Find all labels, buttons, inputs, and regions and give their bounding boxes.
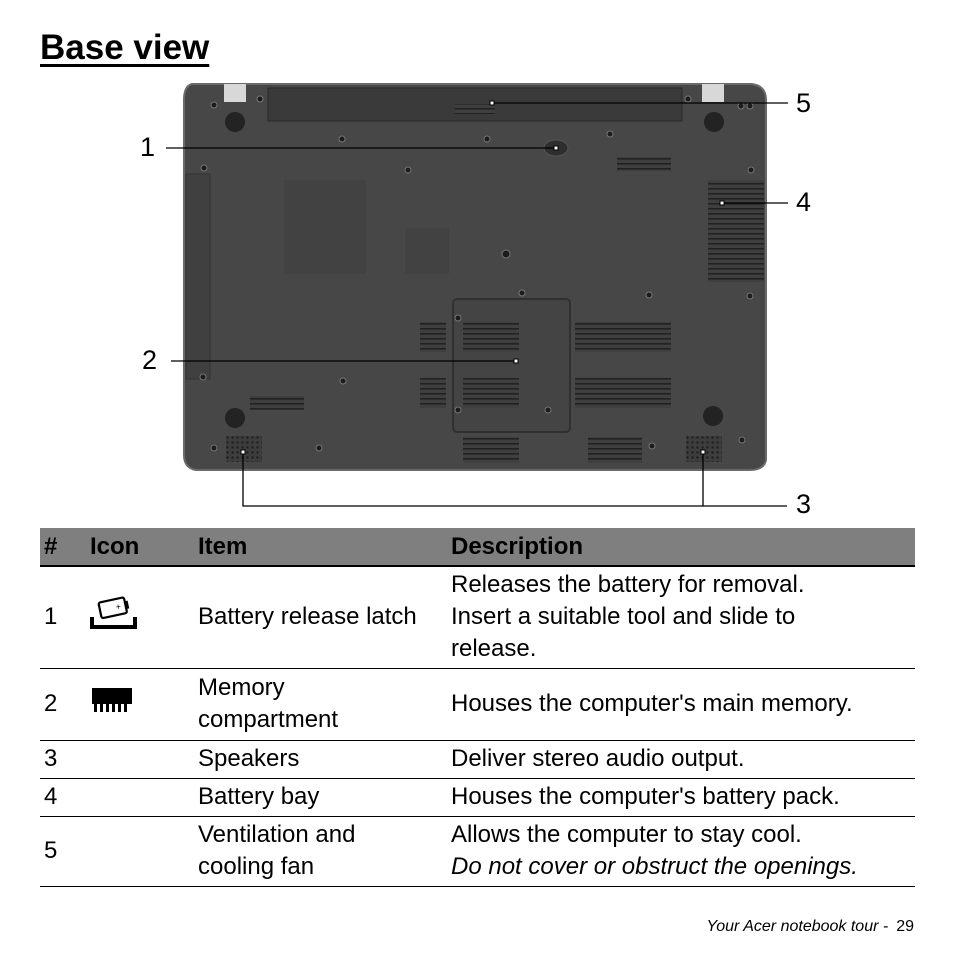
row-description: Deliver stereo audio output. [447,740,915,779]
row-description: Releases the battery for removal. Insert… [447,566,915,669]
row-icon [86,740,194,779]
screws [199,95,755,452]
callout-5: 5 [796,88,812,118]
row-icon [86,816,194,887]
callout-leaders [166,102,788,507]
foot [225,112,245,132]
description-line: Allows the computer to stay cool. [451,821,802,848]
foot [225,408,245,428]
row-number: 5 [40,816,86,887]
row-description: Allows the computer to stay cool. Do not… [447,816,915,887]
speaker-right [686,436,722,462]
speaker-left [226,436,262,462]
row-description: Houses the computer's main memory. [447,668,915,741]
memory-compartment [452,298,571,433]
table-row: 4 Battery bay Houses the computer's batt… [40,778,915,817]
footer-text: Your Acer notebook tour - [706,918,889,935]
row-number: 2 [40,668,86,741]
table-row: 5 Ventilation and cooling fan Allows the… [40,816,915,887]
row-icon: + [86,566,194,669]
items-table: # Icon Item Description 1 + Battery rele… [40,528,915,887]
page-number: 29 [896,918,914,935]
row-item: Ventilation and cooling fan [194,816,447,887]
fan-vent [708,180,764,282]
top-vents [617,157,671,171]
table-row: 3 Speakers Deliver stereo audio output. [40,740,915,779]
header-description: Description [447,528,915,567]
callout-1: 1 [140,132,156,162]
callout-4: 4 [796,187,812,217]
header-item: Item [194,528,447,567]
header-number: # [40,528,86,567]
hinge-right [702,84,724,102]
table-row: 1 + Battery release latch Releases the b… [40,566,915,669]
hinge-left [224,84,246,102]
page-title: Base view [40,28,210,67]
callout-3: 3 [796,489,812,519]
page-footer: Your Acer notebook tour - 29 [706,918,914,936]
row-item: Memory compartment [194,668,447,741]
row-icon [86,778,194,817]
description-line: release. [451,635,537,663]
row-item: Speakers [194,740,447,779]
row-icon [86,668,194,741]
svg-text:+: + [115,601,122,612]
row-number: 4 [40,778,86,817]
description-warning: Do not cover or obstruct the openings. [451,853,858,880]
foot [703,406,723,426]
table-header-row: # Icon Item Description [40,528,915,567]
laptop-base-figure: 1 2 3 4 5 [140,83,812,519]
row-number: 1 [40,566,86,669]
row-item: Battery bay [194,778,447,817]
table-row: 2 Memory compartment Houses the computer… [40,668,915,741]
callout-2: 2 [142,345,158,375]
row-item: Battery release latch [194,566,447,669]
header-icon: Icon [86,528,194,567]
laptop-base-illustration [166,83,788,507]
row-description: Houses the computer's battery pack. [447,778,915,817]
description-line: Releases the battery for removal. [451,571,805,599]
memory-module-icon [92,687,132,712]
row-number: 3 [40,740,86,779]
foot [704,112,724,132]
battery-release-icon: + [90,596,137,629]
description-line: Insert a suitable tool and slide to [451,603,796,631]
